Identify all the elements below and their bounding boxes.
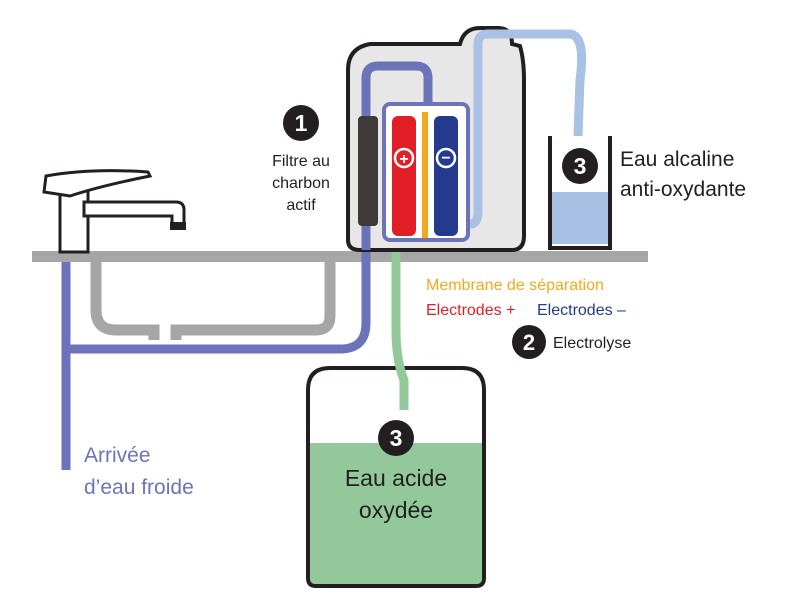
cold-water-pipe-internal [361, 61, 433, 250]
alkaline-water-pipe [469, 29, 587, 229]
alkaline-label-line1: Eau alcaline [620, 148, 734, 171]
inlet-label-line2: d’eau froide [84, 476, 194, 499]
step-3-right-number: 3 [574, 153, 587, 179]
filter-label-line3: actif [286, 197, 316, 214]
electrolysis-cell: + − [382, 102, 470, 242]
step-3-left-number: 3 [390, 425, 403, 451]
separation-membrane [422, 112, 428, 238]
membrane-label: Membrane de séparation [426, 277, 604, 294]
minus-sign-icon [435, 147, 457, 169]
charcoal-filter [358, 116, 378, 226]
step-3-left-badge: 3 [378, 420, 414, 456]
step-1-number: 1 [295, 110, 308, 136]
acid-water-jug [306, 366, 486, 588]
alkaline-water-glass [548, 136, 612, 250]
step-2-number: 2 [523, 330, 535, 355]
step-3-right-badge: 3 [562, 148, 598, 184]
step-2-badge: 2 [512, 325, 546, 359]
filter-label-line2: charbon [272, 175, 330, 192]
counter-top [32, 251, 648, 262]
electrodes-negative-label: Electrodes – [537, 302, 626, 319]
drain-pipe [90, 262, 336, 340]
minus-sign-text: − [441, 150, 450, 167]
faucet-icon [42, 169, 186, 254]
plus-sign-text: + [399, 151, 408, 168]
plus-sign-icon [393, 147, 415, 169]
step-1-badge: 1 [283, 105, 319, 141]
filter-label-line1: Filtre au [272, 153, 330, 170]
acid-water-pipe [391, 232, 409, 410]
positive-electrode [392, 116, 416, 236]
acid-label-line1: Eau acide [345, 465, 447, 491]
acid-label-line2: oxydée [359, 497, 433, 523]
acid-water-level [310, 443, 482, 584]
alkaline-label-line2: anti-oxydante [620, 178, 746, 201]
electrolyse-label: Electrolyse [553, 335, 631, 352]
inlet-label-line1: Arrivée [84, 444, 151, 467]
negative-electrode [434, 116, 458, 236]
alkaline-water-level [552, 192, 608, 244]
electrodes-positive-label: Electrodes + [426, 302, 515, 319]
